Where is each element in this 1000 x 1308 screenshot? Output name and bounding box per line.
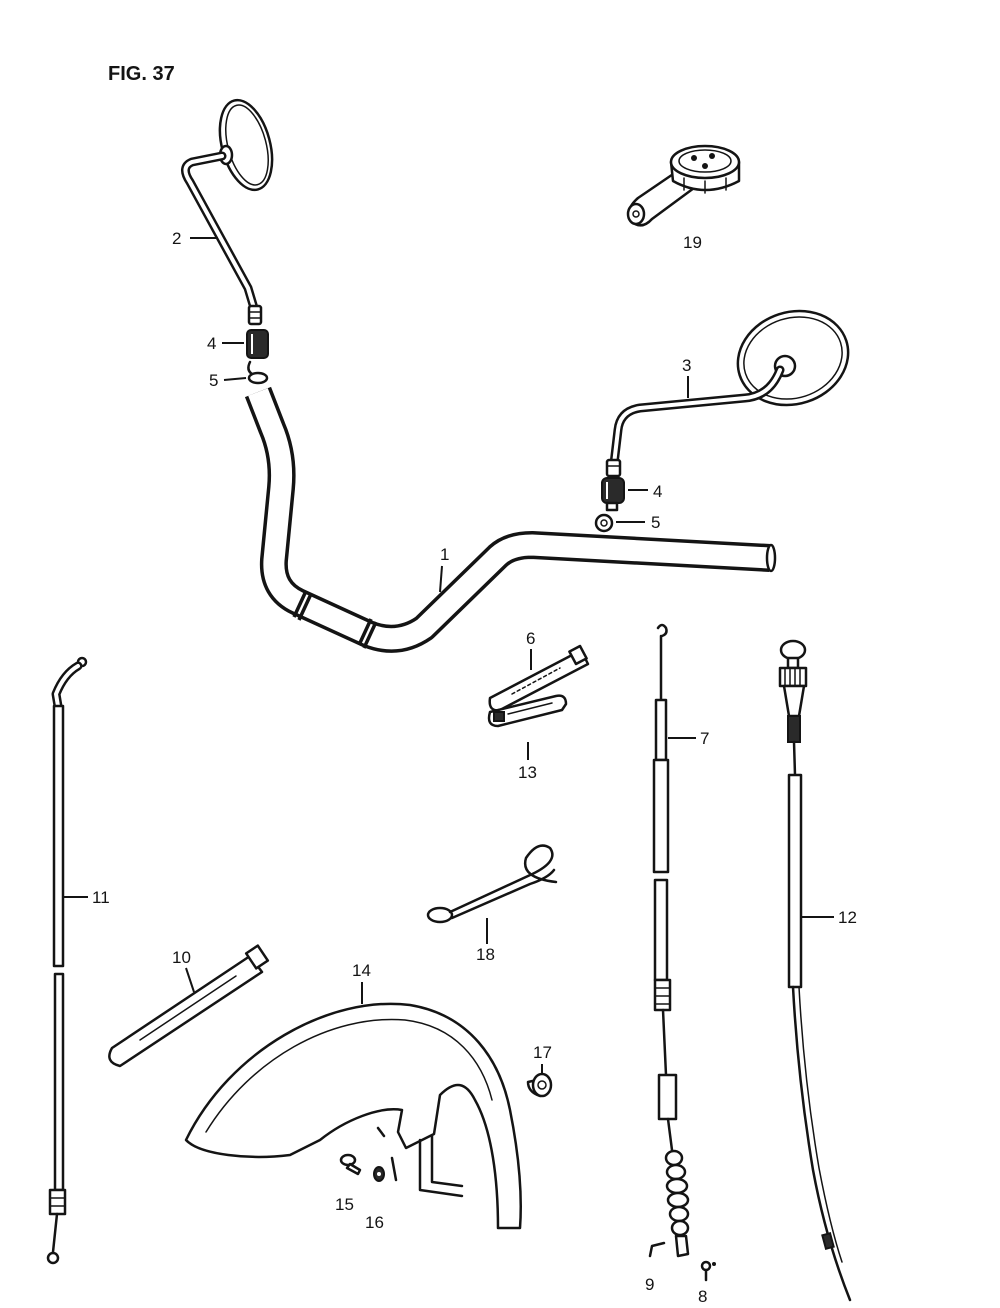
handlebar-band: [357, 618, 373, 646]
cable-7-end: [656, 623, 668, 638]
part-1-handlebar: [244, 386, 777, 653]
callout-18: 18: [476, 945, 495, 964]
callout-17: 17: [533, 1043, 552, 1062]
callout-5-left: 5: [209, 371, 218, 390]
part-3-right-mirror: [605, 309, 850, 478]
part-5-left-nut: [247, 360, 269, 385]
callout-4-right: 4: [653, 482, 662, 501]
cable-12-outer: [787, 773, 803, 989]
cable-7-outer: [652, 758, 670, 874]
part-13-strap: [487, 694, 568, 728]
cable-11-outer: [52, 704, 65, 968]
right-mirror-head: [736, 309, 850, 407]
callout-11: 11: [92, 888, 110, 907]
fender-bracket: [418, 1138, 464, 1198]
callout-15: 15: [335, 1195, 354, 1214]
callout-6: 6: [526, 629, 535, 648]
callout-5-right: 5: [651, 513, 660, 532]
handlebar-end-right: [765, 543, 777, 573]
fender-rim: [205, 1018, 493, 1133]
part-4-right-adapter: [601, 477, 625, 512]
callout-3: 3: [682, 356, 691, 375]
part-10-strap: [108, 944, 270, 1068]
right-mirror-glass: [743, 316, 843, 400]
part-4-left-adapter: [246, 329, 269, 359]
part-5-right-nut: [594, 513, 614, 533]
callout-9: 9: [645, 1275, 654, 1294]
part-2-left-mirror: [181, 98, 274, 326]
leader-1: [439, 565, 443, 593]
callout-10: 10: [172, 948, 191, 967]
right-mirror-thread: [605, 458, 622, 478]
part-16-washer: [373, 1166, 385, 1182]
callout-12: 12: [838, 908, 857, 927]
callout-1: 1: [440, 545, 449, 564]
switch-top: [669, 144, 741, 180]
leader-5-left: [223, 377, 247, 381]
callout-4-left: 4: [207, 334, 216, 353]
left-mirror-thread: [247, 304, 263, 326]
cable-11-ferrule: [48, 1188, 67, 1216]
part-14-front-fender: [184, 1002, 522, 1230]
callout-14: 14: [352, 961, 371, 980]
part-9-clip: [648, 1241, 666, 1258]
callout-7: 7: [700, 729, 709, 748]
part-12-cable: [778, 639, 852, 1302]
cable-12-knurl: [778, 666, 808, 688]
cable-12-inner: [791, 985, 852, 1302]
part-6-strap: [488, 644, 590, 712]
cable-7-boot: [664, 1149, 690, 1237]
callout-13: 13: [518, 763, 537, 782]
part-15-bolt: [339, 1153, 362, 1176]
handlebar-band: [292, 590, 308, 618]
leader-10: [185, 967, 195, 993]
cable-7-ferrule: [653, 978, 672, 1012]
part-17-grommet: [526, 1072, 553, 1098]
cable-12-fitting: [787, 715, 801, 743]
figure-title: FIG. 37: [108, 63, 175, 85]
callout-16: 16: [365, 1213, 384, 1232]
callout-19: 19: [683, 233, 702, 252]
part-7-cable: [652, 623, 690, 1258]
part-19-switch-housing: [626, 144, 741, 227]
callout-2: 2: [172, 229, 181, 248]
part-11-cable: [46, 656, 88, 1265]
callout-8: 8: [698, 1287, 707, 1306]
cable-7-adjuster: [657, 1073, 678, 1121]
fender-body: [184, 1002, 522, 1230]
part-18-wire-clip: [426, 844, 558, 924]
cable-12-knob: [779, 639, 807, 661]
part-8-pin: [700, 1260, 716, 1282]
